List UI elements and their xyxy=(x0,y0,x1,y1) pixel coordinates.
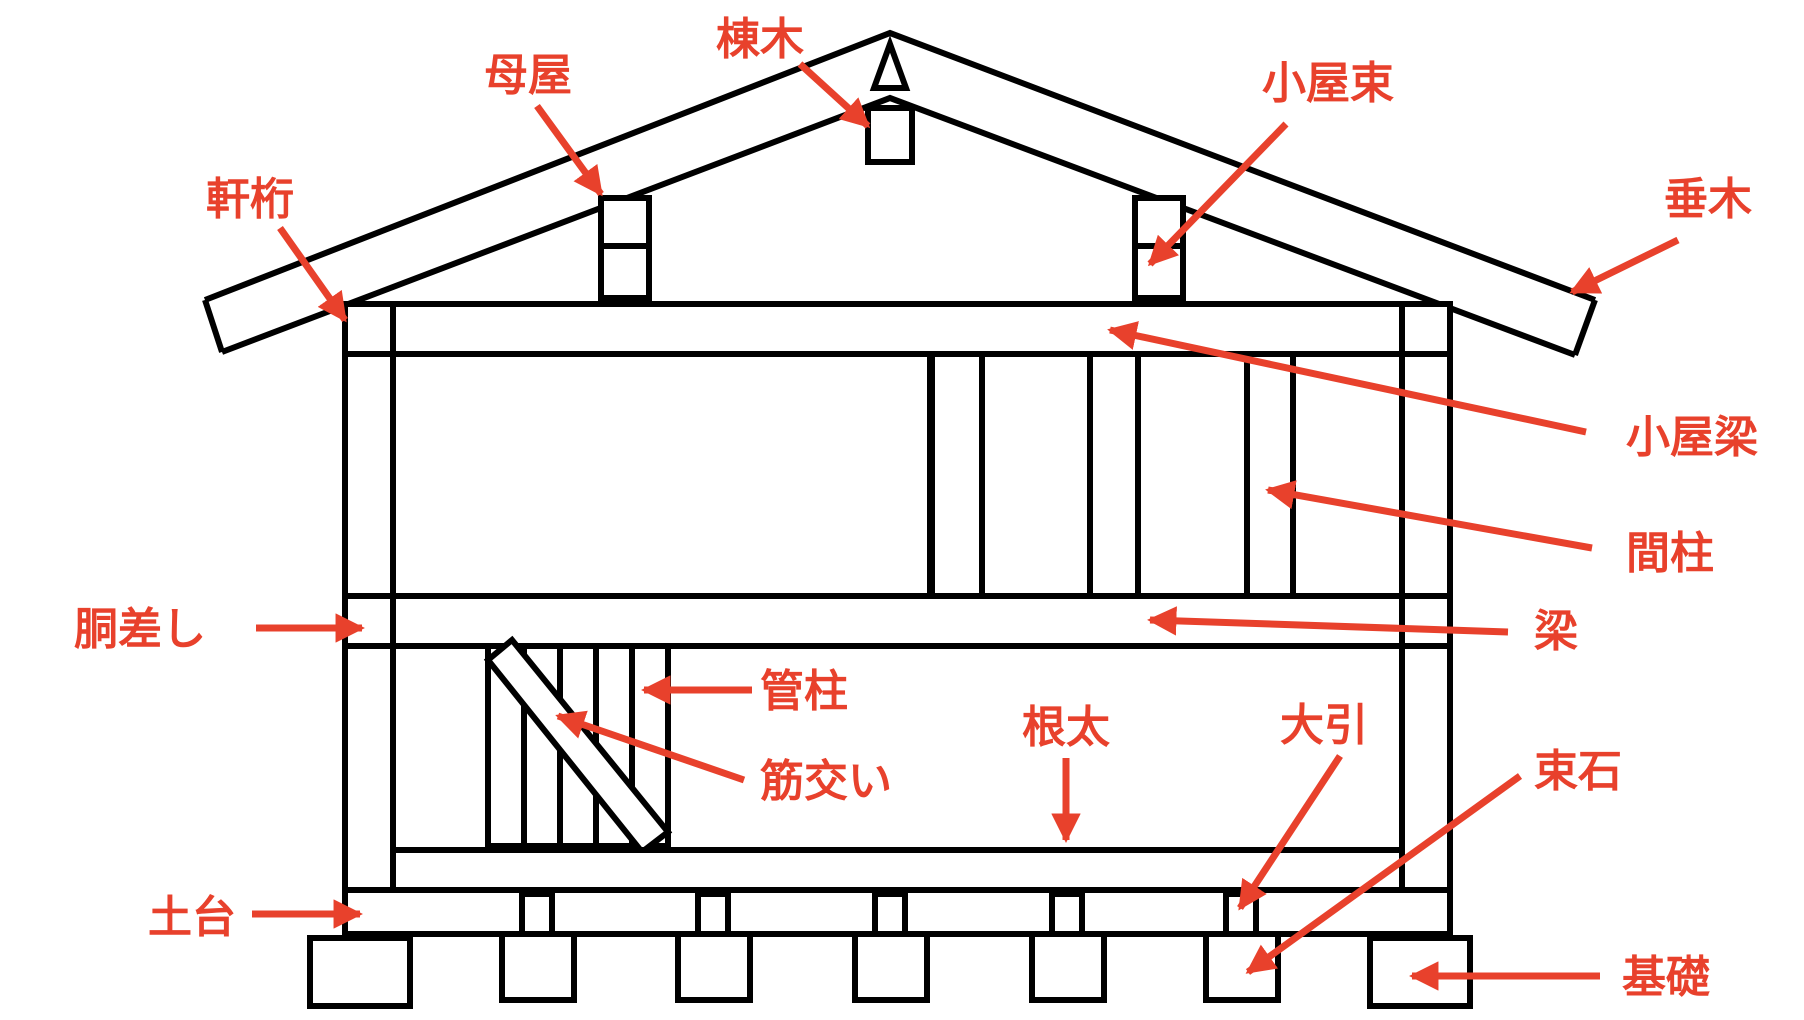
arrow-stud xyxy=(1265,480,1593,552)
right-girt xyxy=(1399,593,1453,649)
roof-outer-line xyxy=(203,29,1597,303)
label-sill: 土台 xyxy=(148,892,236,943)
label-stud: 間柱 xyxy=(1626,528,1714,579)
arrow-eave-beam xyxy=(277,225,348,323)
floor-post-5 xyxy=(1223,891,1259,937)
label-main-beam: 大引 xyxy=(1280,700,1368,751)
foundation-stone-3 xyxy=(852,931,930,1003)
arrow-rafter xyxy=(1569,236,1680,296)
foundation-stone-4 xyxy=(1029,931,1107,1003)
arrow-purlin xyxy=(534,103,604,197)
left-eave-beam xyxy=(342,301,396,357)
rafter-end-right xyxy=(1572,298,1598,357)
label-post: 管柱 xyxy=(760,666,848,717)
stud-2 xyxy=(1087,351,1141,599)
arrow-roof-strut xyxy=(1147,121,1289,267)
floor-post-2 xyxy=(695,891,731,937)
structure-frame xyxy=(202,29,1598,1009)
stud-1 xyxy=(927,351,985,599)
label-joist: 根太 xyxy=(1022,702,1110,753)
attic-beam xyxy=(342,301,1453,357)
left-girt xyxy=(342,593,396,649)
floor-post-4 xyxy=(1049,891,1085,937)
foundation-stone-5 xyxy=(1203,931,1281,1003)
label-rafter: 垂木 xyxy=(1664,174,1752,225)
arrow-attic-beam xyxy=(1107,321,1587,436)
callout-arrows xyxy=(252,61,1680,991)
arrow-ridge-beam xyxy=(797,61,871,129)
right-eave-beam xyxy=(1399,301,1453,357)
floor-post-3 xyxy=(872,891,908,937)
right-foundation xyxy=(1367,935,1473,1009)
arrow-brace xyxy=(555,710,746,784)
label-floor-beam: 梁 xyxy=(1534,606,1578,657)
foundation-stone-1 xyxy=(499,931,577,1003)
ridge-peak xyxy=(869,35,911,91)
left-foundation xyxy=(307,935,413,1009)
label-purlin: 母屋 xyxy=(484,50,572,101)
label-girt: 胴差し xyxy=(74,604,206,655)
label-brace: 筋交い xyxy=(760,756,892,807)
rafter-end-left xyxy=(202,299,225,353)
callout-labels: 棟木 母屋 小屋束 軒桁 垂木 小屋梁 間柱 胴差し 梁 管柱 筋交い 根太 大… xyxy=(74,14,1758,1003)
label-roof-strut: 小屋束 xyxy=(1262,58,1394,109)
label-eave-beam: 軒桁 xyxy=(206,174,294,225)
arrow-main-beam xyxy=(1237,754,1343,911)
foundation-stone-2 xyxy=(675,931,753,1003)
arrow-floor-beam xyxy=(1147,606,1509,636)
label-attic-beam: 小屋梁 xyxy=(1626,412,1758,463)
label-foundation-stone: 束石 xyxy=(1534,746,1622,797)
stud-3 xyxy=(1244,351,1296,599)
ridge-beam xyxy=(865,105,915,165)
label-ridge-beam: 棟木 xyxy=(716,14,804,65)
joist-beam xyxy=(390,847,1405,893)
arrow-foundation-stone xyxy=(1245,773,1523,975)
roof-inner-line xyxy=(220,94,1577,358)
label-foundation: 基礎 xyxy=(1622,952,1710,1003)
floor-post-1 xyxy=(519,891,555,937)
